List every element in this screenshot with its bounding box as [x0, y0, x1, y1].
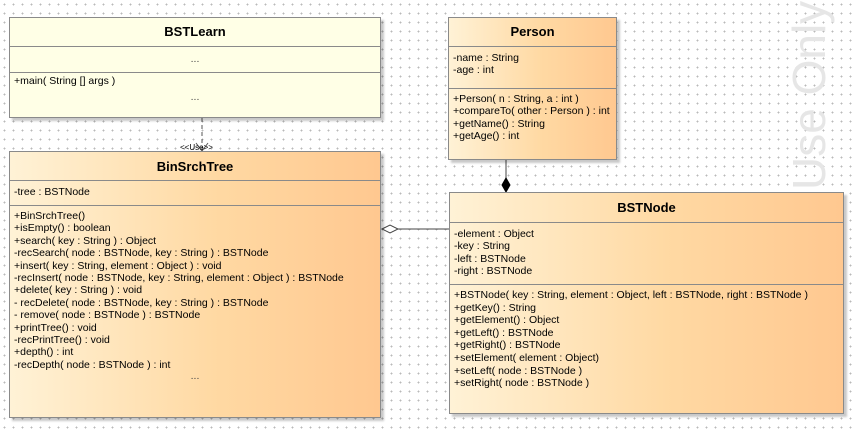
operation-row: +BinSrchTree()	[14, 210, 86, 222]
operation-row: +search( key : String ) : Object	[14, 234, 157, 247]
class-bstlearn-operations: +main( String [] args ) ...	[10, 73, 380, 104]
class-binsrchtree-title: BinSrchTree	[10, 152, 380, 181]
attribute-row: -right : BSTNode	[454, 264, 533, 277]
operation-row: +getElement() : Object	[454, 314, 560, 327]
operation-row: +getKey() : String	[454, 301, 536, 314]
operation-row: - remove( node : BSTNode ) : BSTNode	[14, 309, 201, 322]
class-person-operations: +Person( n : String, a : int ) +compareT…	[449, 89, 616, 144]
class-person-attributes: -name : String -age : int	[449, 47, 616, 89]
operation-row: +getAge() : int	[453, 129, 520, 142]
class-bstnode-operations: +BSTNode( key : String, element : Object…	[450, 285, 843, 392]
attribute-row: -tree : BSTNode	[14, 186, 90, 198]
operation-row: +compareTo( other : Person ) : int	[453, 105, 610, 118]
operations-ellipsis: ...	[190, 91, 200, 104]
operation-row: +printTree() : void	[14, 321, 97, 334]
operations-ellipsis: ...	[190, 370, 200, 383]
class-bstlearn[interactable]: BSTLearn ... +main( String [] args ) ...	[9, 17, 381, 118]
attribute-row: -age : int	[453, 64, 494, 77]
operation-row: +Person( n : String, a : int )	[453, 93, 579, 105]
use-stereotype-label: <<Use>>	[180, 143, 213, 152]
class-binsrchtree-attributes: -tree : BSTNode	[10, 181, 380, 206]
operation-row: +insert( key : String, element : Object …	[14, 259, 222, 272]
attribute-row: -name : String	[453, 52, 519, 64]
operation-row: +isEmpty() : boolean	[14, 222, 111, 235]
operation-row: +setRight( node : BSTNode )	[454, 377, 590, 390]
operation-row: +getRight() : BSTNode	[454, 339, 561, 352]
class-person-title: Person	[449, 18, 616, 47]
attribute-row: -left : BSTNode	[454, 252, 526, 265]
operation-row: +getLeft() : BSTNode	[454, 326, 554, 339]
operation-row: -recDepth( node : BSTNode ) : int	[14, 358, 171, 371]
operation-row: +BSTNode( key : String, element : Object…	[454, 289, 808, 301]
class-person[interactable]: Person -name : String -age : int +Person…	[448, 17, 617, 160]
operation-row: +setLeft( node : BSTNode )	[454, 364, 583, 377]
class-bstnode-attributes: -element : Object -key : String -left : …	[450, 223, 843, 285]
class-bstlearn-attributes: ...	[10, 47, 380, 73]
operation-row: +depth() : int	[14, 346, 74, 359]
class-bstnode[interactable]: BSTNode -element : Object -key : String …	[449, 192, 844, 414]
class-bstnode-title: BSTNode	[450, 193, 843, 223]
attributes-ellipsis: ...	[190, 53, 200, 65]
operation-row: +getName() : String	[453, 117, 545, 130]
operation-row: -recPrintTree() : void	[14, 334, 110, 347]
person-composition-diamond	[501, 176, 511, 194]
class-bstlearn-title: BSTLearn	[10, 18, 380, 47]
tree-aggregation-diamond	[380, 224, 400, 234]
operation-row: - recDelete( node : BSTNode, key : Strin…	[14, 296, 269, 309]
attribute-row: -element : Object	[454, 228, 534, 240]
class-binsrchtree-operations: +BinSrchTree() +isEmpty() : boolean +sea…	[10, 206, 380, 383]
operation-row: -recInsert( node : BSTNode, key : String…	[14, 272, 344, 285]
class-binsrchtree[interactable]: BinSrchTree -tree : BSTNode +BinSrchTree…	[9, 151, 381, 418]
operation-row: +setElement( element : Object)	[454, 351, 600, 364]
attribute-row: -key : String	[454, 240, 511, 253]
operation-row: -recSearch( node : BSTNode, key : String…	[14, 247, 269, 260]
operation-row: +main( String [] args )	[14, 75, 116, 87]
operation-row: +delete( key : String ) : void	[14, 284, 143, 297]
